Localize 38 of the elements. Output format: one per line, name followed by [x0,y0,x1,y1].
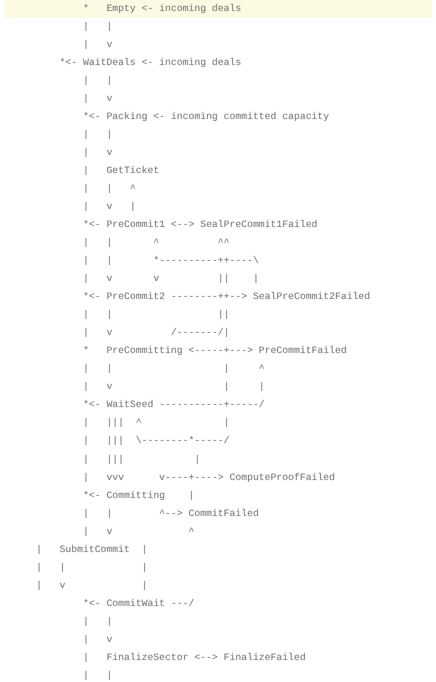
ascii-diagram-line: | | ^ ^^ [83,236,230,250]
ascii-diagram-line: *<- WaitSeed -----------+-----/ [83,398,265,412]
ascii-diagram-line: | | | [36,560,148,575]
ascii-diagram-line: *<- CommitWait ---/ [83,596,194,611]
ascii-diagram-line: | | [83,128,112,142]
ascii-diagram-line: | vvv v----+----> ComputeProofFailed [83,470,335,485]
ascii-diagram-line: | v | [36,578,148,593]
ascii-diagram-line: | v [83,92,112,106]
ascii-diagram-line: | | [83,614,112,629]
ascii-diagram-line: * Empty <- incoming deals [83,2,242,16]
ascii-diagram-line: | | | ^ [83,362,265,376]
ascii-diagram-line: | v [83,146,112,160]
ascii-diagram-line: | | || [83,308,230,322]
ascii-diagram-line: | GetTicket [83,164,160,178]
ascii-diagram-line: *<- WaitDeals <- incoming deals [60,56,242,70]
ascii-diagram-line: | v | [83,200,136,214]
ascii-diagram-line: *<- PreCommit1 <--> SealPreCommit1Failed [83,218,318,232]
ascii-diagram-line: | | ^ [83,182,136,196]
ascii-diagram-line: | v [83,38,112,52]
ascii-diagram-line: | SubmitCommit | [36,542,148,557]
ascii-diagram-line: | v v || | [83,272,259,286]
ascii-diagram-line: | | [83,74,112,88]
ascii-diagram-line: | FinalizeSector <--> FinalizeFailed [83,650,306,665]
ascii-diagram-line: *<- Packing <- incoming committed capacity [83,110,330,124]
ascii-diagram-line: | v [83,632,112,647]
ascii-diagram-line: * PreCommitting <-----+---> PreCommitFailed [83,344,347,358]
ascii-diagram-line: *<- Committing | [83,488,194,503]
ascii-diagram-line: | | [83,20,112,34]
ascii-diagram-line: | v ^ [83,524,194,539]
ascii-diagram-line: | ||| \--------*-----/ [83,434,230,448]
ascii-diagram-line: | ||| | [83,452,200,466]
ascii-diagram-line: *<- PreCommit2 --------++--> SealPreCommit2Failed [83,290,370,304]
ascii-diagram-line: | ||| ^ | [83,416,230,430]
ascii-diagram-line: | | ^--> CommitFailed [83,506,259,521]
ascii-diagram-line: | v | | [83,380,265,394]
ascii-diagram-line: | | *----------++----\ [83,254,259,268]
ascii-diagram-line: | v /-------/| [83,326,230,340]
ascii-diagram-line: | | [83,668,112,682]
